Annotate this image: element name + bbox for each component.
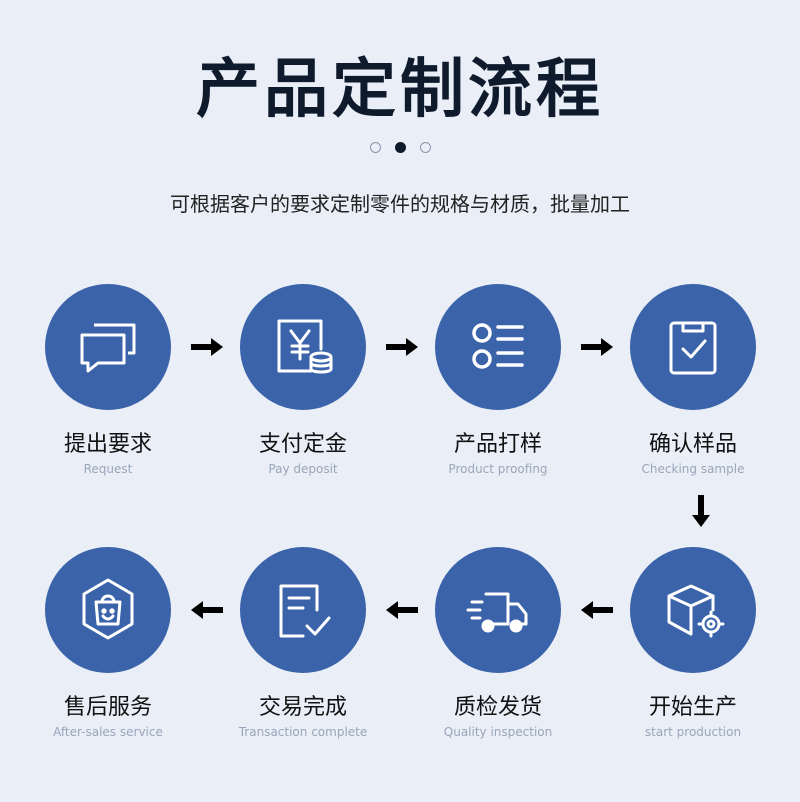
step-product-proofing: 产品打样 Product proofing xyxy=(408,284,588,476)
step-start-production: 开始生产 start production xyxy=(603,547,783,739)
step-label: 交易完成 xyxy=(258,695,347,720)
step-request: 提出要求 Request xyxy=(18,284,198,476)
step-circle xyxy=(240,284,366,410)
page-subtitle: 可根据客户的要求定制零件的规格与材质，批量加工 xyxy=(170,192,630,216)
step-label: 售后服务 xyxy=(63,695,152,720)
step-label-en: Product proofing xyxy=(448,462,548,476)
step-label-en: Checking sample xyxy=(641,462,745,476)
step-circle xyxy=(45,547,171,673)
step-circle xyxy=(630,547,756,673)
shopping-bag-icon xyxy=(82,578,134,640)
step-checking-sample: 确认样品 Checking sample xyxy=(603,284,783,476)
delivery-truck-icon xyxy=(466,592,528,633)
arrow-right-icon xyxy=(386,338,418,356)
step-circle xyxy=(240,547,366,673)
carousel-dot[interactable] xyxy=(369,142,381,153)
carousel-dot-active[interactable] xyxy=(394,142,406,153)
step-circle xyxy=(630,284,756,410)
step-circle xyxy=(435,284,561,410)
step-label: 产品打样 xyxy=(453,432,542,457)
step-label-en: Request xyxy=(83,462,133,476)
arrow-left-icon xyxy=(581,601,613,619)
step-quality-inspection: 质检发货 Quality inspection xyxy=(408,547,588,739)
step-label-en: start production xyxy=(644,725,742,739)
arrow-left-icon xyxy=(191,601,223,619)
step-label: 开始生产 xyxy=(648,695,737,720)
document-check-icon xyxy=(279,584,331,638)
step-label: 确认样品 xyxy=(648,432,737,457)
arrow-left-icon xyxy=(386,601,418,619)
step-after-sales: 售后服务 After-sales service xyxy=(18,547,198,739)
box-gear-icon xyxy=(667,584,725,638)
step-circle xyxy=(45,284,171,410)
carousel-indicator xyxy=(0,142,800,153)
step-label-en: Quality inspection xyxy=(443,725,553,739)
step-transaction-complete: 交易完成 Transaction complete xyxy=(213,547,393,739)
clipboard-check-icon xyxy=(669,321,717,375)
step-label: 提出要求 xyxy=(63,432,152,457)
step-label: 质检发货 xyxy=(453,695,542,720)
chat-bubbles-icon xyxy=(80,323,136,373)
yen-coins-icon xyxy=(277,319,333,374)
step-label: 支付定金 xyxy=(258,432,347,457)
arrow-right-icon xyxy=(581,338,613,356)
arrow-down-icon xyxy=(692,495,710,527)
list-icon xyxy=(472,323,524,369)
step-label-en: After-sales service xyxy=(53,725,163,739)
step-label-en: Transaction complete xyxy=(238,725,368,739)
carousel-dot[interactable] xyxy=(419,142,431,153)
page-title: 产品定制流程 xyxy=(196,53,604,127)
arrow-right-icon xyxy=(191,338,223,356)
step-circle xyxy=(435,547,561,673)
step-label-en: Pay deposit xyxy=(268,462,338,476)
step-pay-deposit: 支付定金 Pay deposit xyxy=(213,284,393,476)
